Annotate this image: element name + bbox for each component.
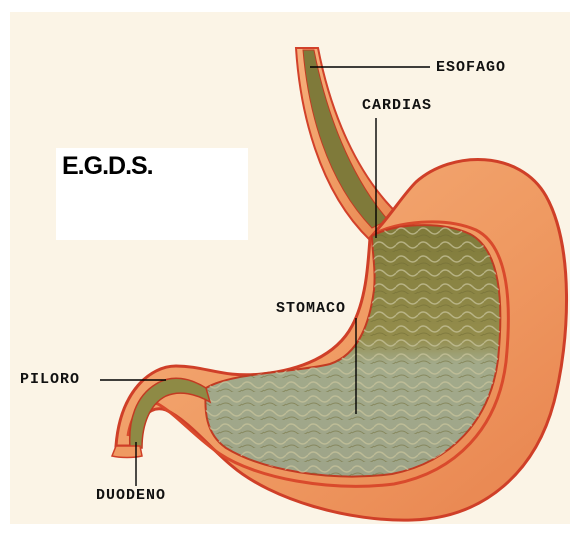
label-cardias: CARDIAS xyxy=(362,98,432,113)
esophagus xyxy=(296,48,402,240)
label-esofago: ESOFAGO xyxy=(436,60,506,75)
diagram-title: E.G.D.S. xyxy=(62,152,153,181)
label-piloro: PILORO xyxy=(20,372,80,387)
label-duodeno: DUODENO xyxy=(96,488,166,503)
title-box: E.G.D.S. xyxy=(56,148,248,240)
label-stomaco: STOMACO xyxy=(276,301,346,316)
